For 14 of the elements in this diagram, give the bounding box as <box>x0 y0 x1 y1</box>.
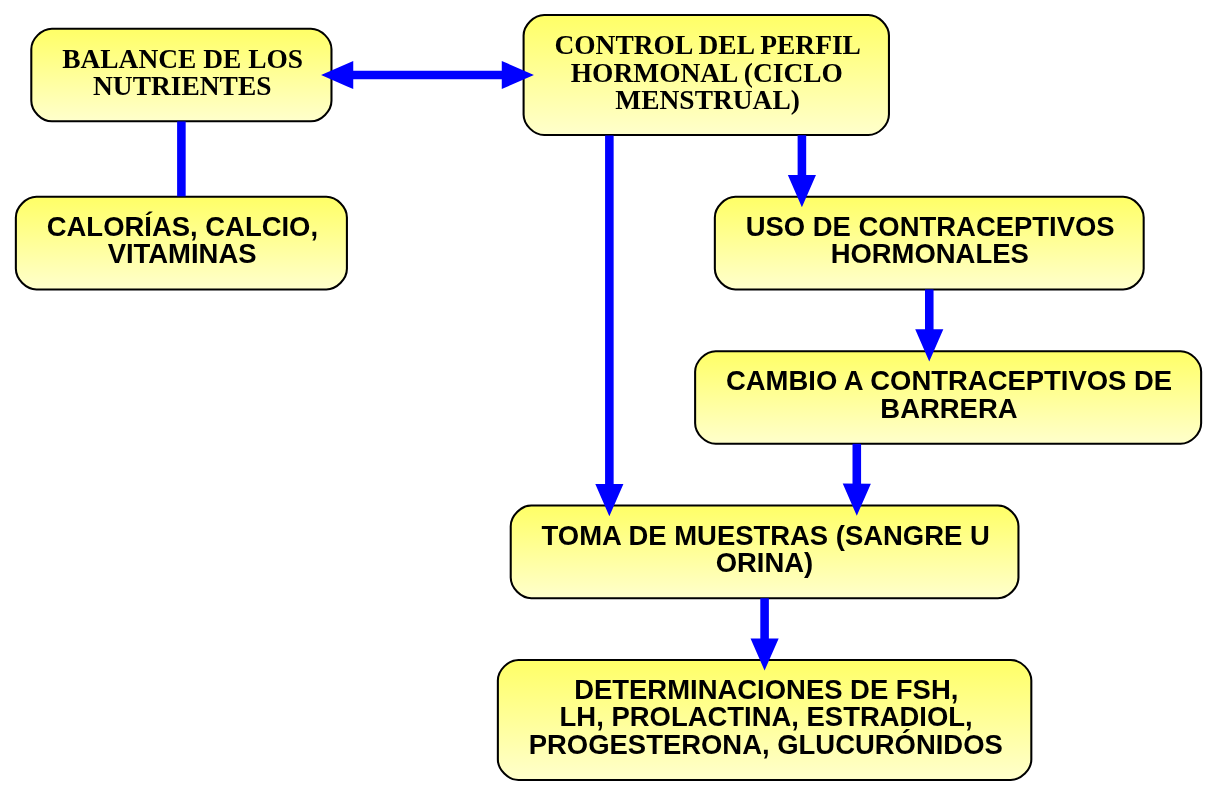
node-box: CAMBIO A CONTRACEPTIVOS DE BARRERA <box>693 350 1202 445</box>
connector <box>176 121 186 197</box>
arrow <box>787 135 816 208</box>
arrow <box>594 135 623 517</box>
node-box: USO DE CONTRACEPTIVOS HORMONALES <box>713 195 1145 291</box>
arrow <box>750 598 779 671</box>
node-box: BALANCE DE LOS NUTRIENTES <box>29 27 332 123</box>
node-box: DETERMINACIONES DE FSH, LH, PROLACTINA, ESTRADIOL, PROGESTERONA, GLUCURÓNIDOS <box>496 658 1032 782</box>
arrow <box>320 60 534 90</box>
node-box: CALORÍAS, CALCIO, VITAMINAS <box>14 195 348 291</box>
arrow <box>842 443 871 516</box>
arrow <box>914 289 943 362</box>
node-box: CONTROL DEL PERFIL HORMONAL (CICLO MENSTRUAL) <box>522 13 890 137</box>
node-box: TOMA DE MUESTRAS (SANGRE U ORINA) <box>509 504 1019 600</box>
